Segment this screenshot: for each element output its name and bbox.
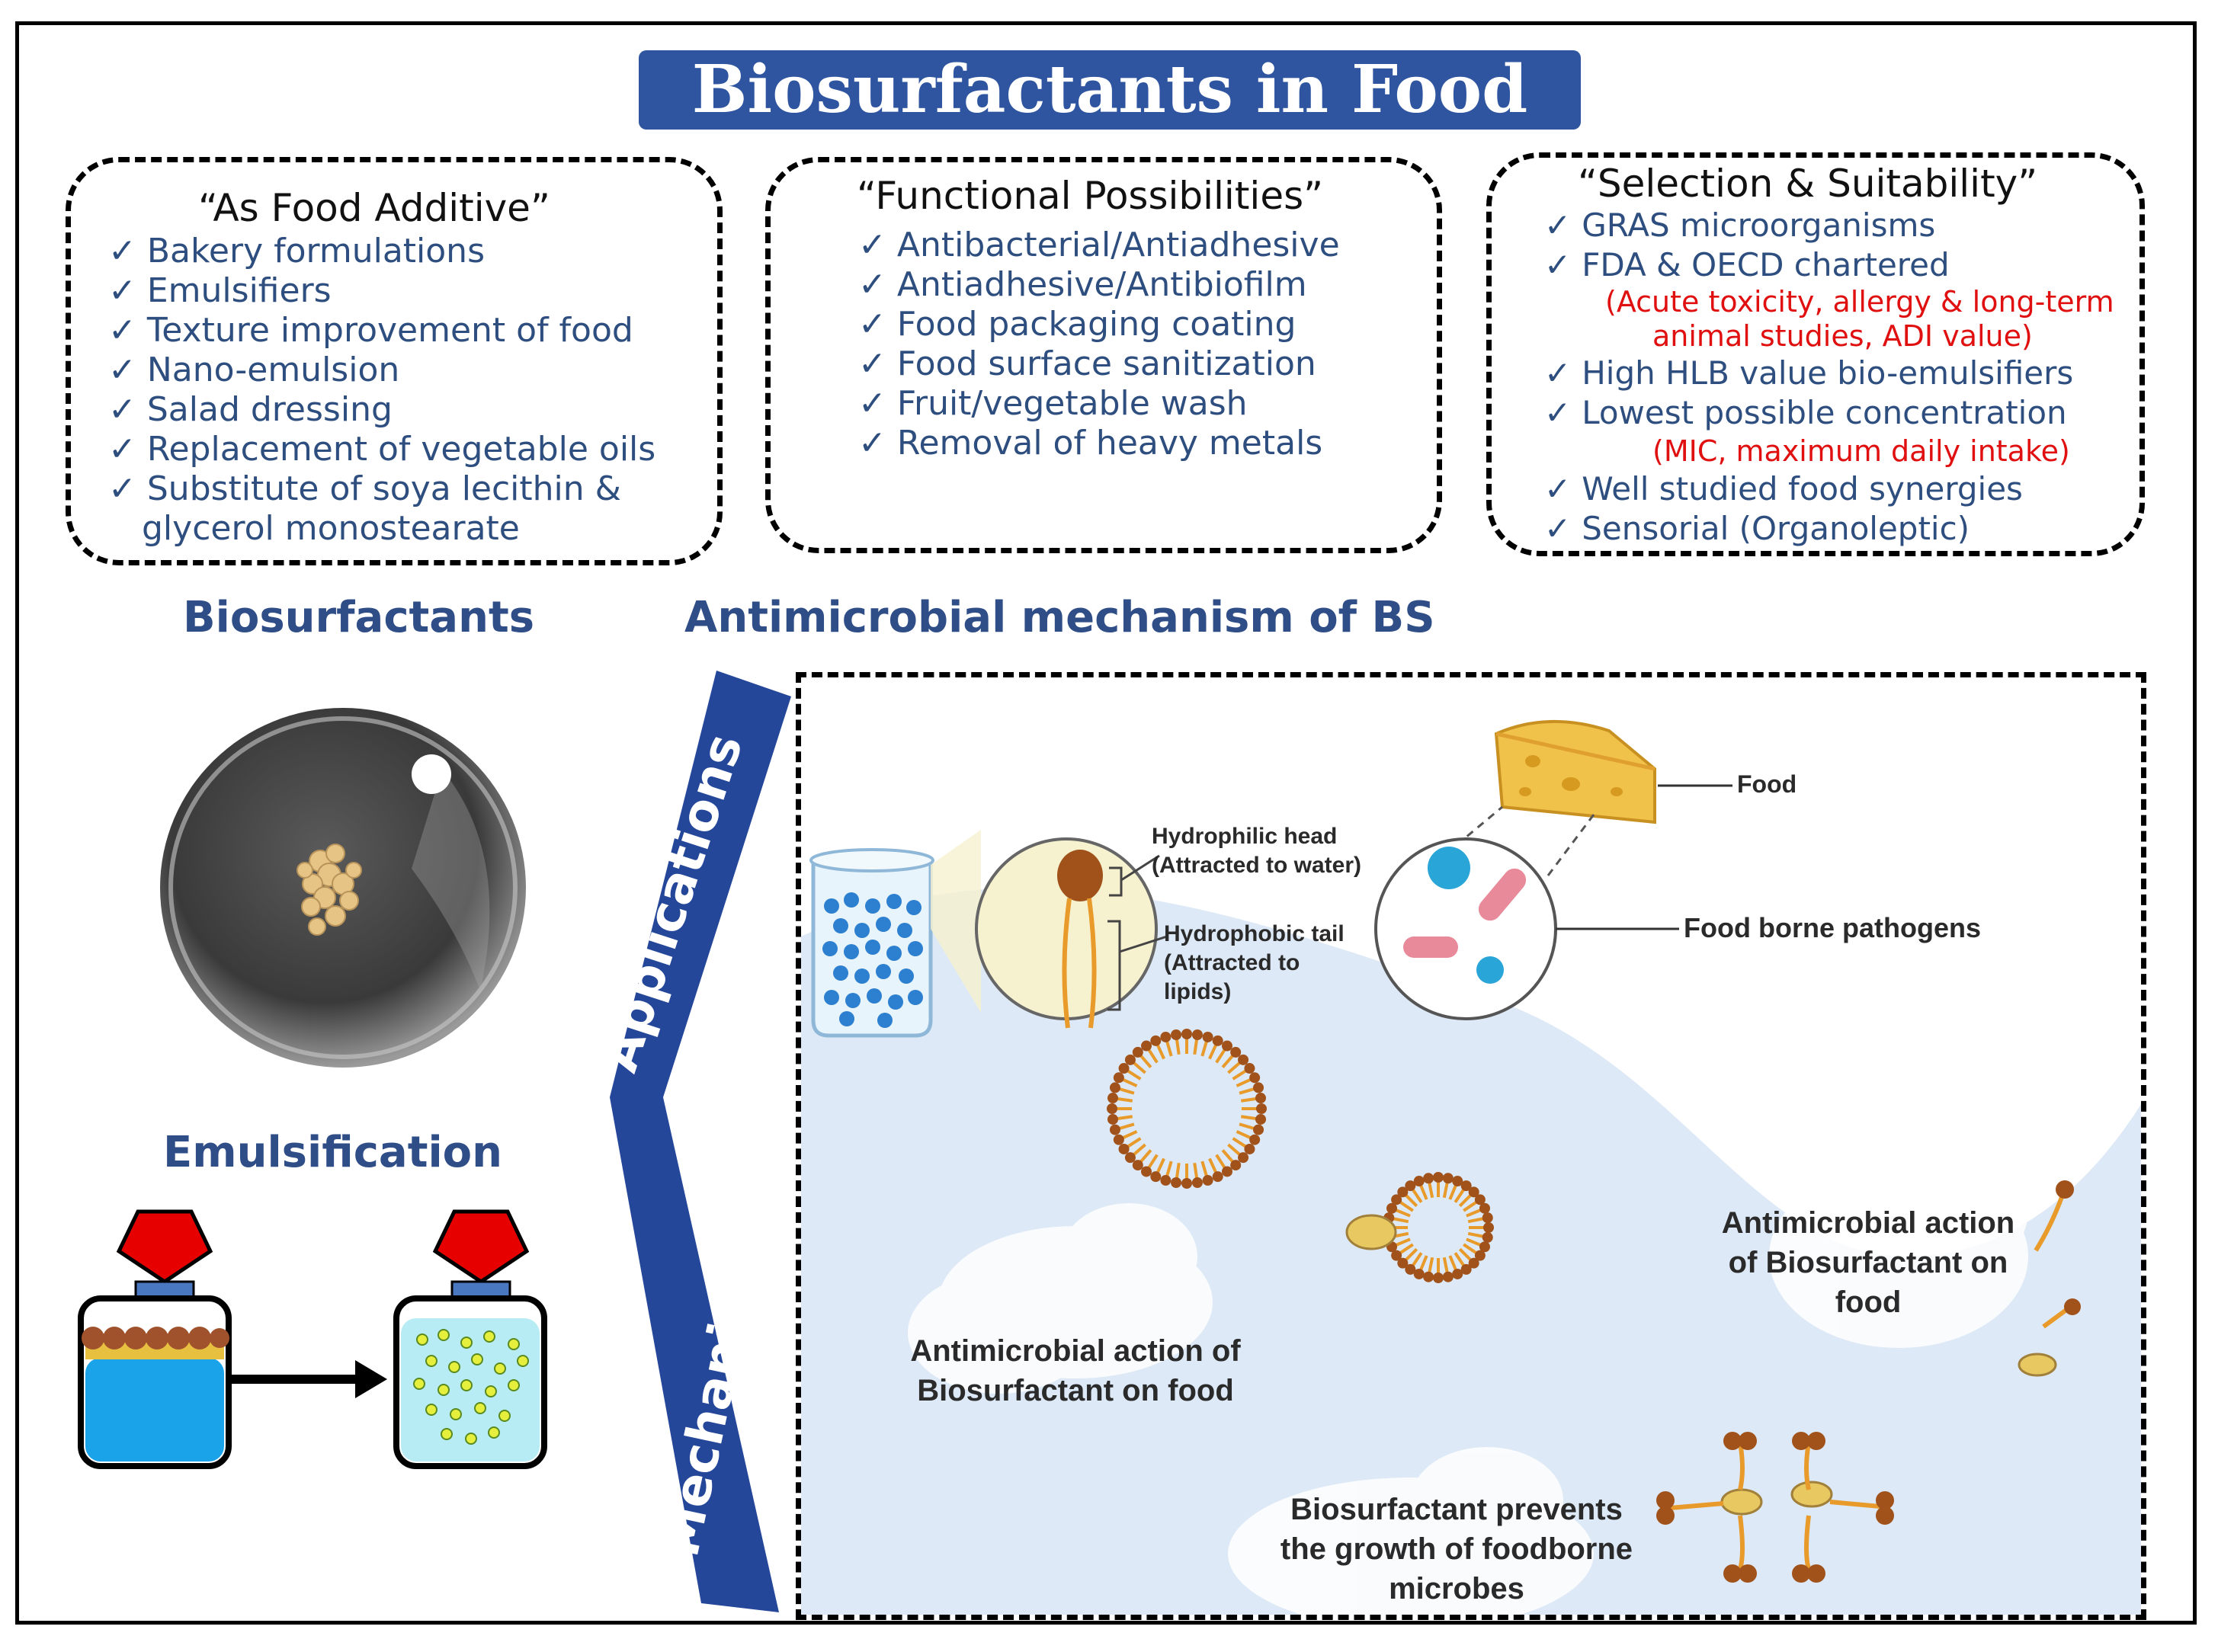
list-item: ✓FDA & OECD chartered (1544, 246, 1950, 283)
list-item: ✓Antiadhesive/Antibiofilm (858, 265, 1307, 304)
additive-list: ✓Bakery formulations ✓Emulsifiers ✓Textu… (108, 232, 655, 549)
surfactant-head (1656, 1180, 2081, 1583)
check-icon: ✓ (108, 271, 136, 310)
list-item: ✓Food surface sanitization (858, 344, 1316, 383)
functional-heading: “Functional Possibilities” (857, 174, 1324, 218)
hydrophilic-head-label: Hydrophilic head (Attracted to water) (1152, 824, 1362, 878)
cheese-icon (1494, 719, 1656, 824)
check-icon: ✓ (108, 351, 136, 389)
list-item: ✓Emulsifiers (108, 271, 332, 310)
emulsification-heading: Emulsification (163, 1128, 502, 1177)
mechanism-background (801, 719, 2141, 1615)
additive-heading: “As Food Additive” (198, 186, 550, 230)
bottle-icon (78, 1209, 232, 1469)
check-icon: ✓ (858, 424, 886, 463)
check-icon: ✓ (1544, 394, 1572, 431)
check-icon: ✓ (108, 390, 136, 429)
list-item: glycerol monostearate (142, 509, 520, 548)
check-icon: ✓ (108, 469, 136, 508)
list-item: ✓Food packaging coating (858, 305, 1297, 344)
list-item: ✓Well studied food synergies (1544, 470, 2023, 507)
list-item: ✓High HLB value bio-emulsifiers (1544, 354, 2074, 392)
list-item: ✓Fruit/vegetable wash (858, 384, 1248, 423)
mechanism-heading: Antimicrobial mechanism of BS (684, 593, 1435, 642)
action-label-left: Antimicrobial action of Biosurfactant on… (910, 1334, 1241, 1407)
surfactant-molecule-icon (975, 837, 1168, 1029)
functional-list: ✓Antibacterial/Antiadhesive ✓Antiadhesiv… (858, 226, 1340, 463)
list-item: ✓Nano-emulsion (108, 351, 400, 389)
selection-heading: “Selection & Suitability” (1578, 162, 2038, 206)
check-icon: ✓ (108, 311, 136, 350)
list-item: ✓Sensorial (Organoleptic) (1544, 510, 1970, 547)
selection-note: (Acute toxicity, allergy & long-term (1605, 285, 2114, 319)
list-item: ✓Lowest possible concentration (1544, 394, 2067, 431)
cloud-icon (908, 1150, 2028, 1615)
list-item: ✓Removal of heavy metals (858, 424, 1323, 463)
prevents-label: Biosurfactant prevents the growth of foo… (1280, 1493, 1633, 1606)
applications-mechanisms-arrow (610, 671, 791, 1612)
petri-dish-icon (160, 708, 526, 1068)
figure-frame (15, 21, 2197, 1625)
beaker-icon (809, 848, 934, 1038)
selection-box (1486, 152, 2145, 556)
arrow-right-icon (230, 1360, 387, 1398)
bacteria-icon (1403, 868, 1527, 958)
selection-note: (MIC, maximum daily intake) (1652, 434, 2070, 468)
emulsification-illustration (78, 1209, 547, 1469)
check-icon: ✓ (858, 305, 886, 344)
micelle-icon (1107, 1029, 1267, 1189)
selection-note: animal studies, ADI value) (1652, 319, 2033, 353)
list-item: ✓Salad dressing (108, 390, 393, 429)
biosurfactants-heading: Biosurfactants (183, 593, 535, 642)
check-icon: ✓ (858, 344, 886, 383)
check-icon: ✓ (858, 226, 886, 264)
check-icon: ✓ (1544, 246, 1572, 283)
surfactant-molecule-icon (1669, 1196, 2068, 1570)
hydrophobic-tail-label: Hydrophobic tail (Attracted to lipids) (1164, 921, 1345, 1004)
additive-box (66, 157, 723, 565)
check-icon: ✓ (1544, 206, 1572, 244)
page-title: Biosurfactants in Food (639, 50, 1581, 130)
check-icon: ✓ (858, 384, 886, 423)
list-item: ✓GRAS microorganisms (1544, 206, 1936, 244)
bottle-icon (393, 1209, 547, 1469)
check-icon: ✓ (108, 232, 136, 271)
virus-icon (1428, 847, 1504, 984)
list-item: ✓Substitute of soya lecithin & (108, 469, 621, 508)
check-icon: ✓ (1544, 470, 1572, 507)
list-item: ✓Bakery formulations (108, 232, 485, 271)
mechanism-diagram: Hydrophilic head (Attracted to water) Hy… (796, 672, 2146, 1620)
list-item: ✓Texture improvement of food (108, 311, 633, 350)
selection-list: ✓GRAS microorganisms ✓FDA & OECD charter… (1544, 206, 2114, 549)
list-item: ✓Antibacterial/Antiadhesive (858, 226, 1340, 264)
action-label-right: Antimicrobial action of Biosurfactant on… (1721, 1206, 2015, 1319)
pathogens-label: Food borne pathogens (1684, 912, 1981, 943)
list-item: ✓Replacement of vegetable oils (108, 430, 656, 469)
check-icon: ✓ (858, 265, 886, 304)
functional-box (765, 157, 1442, 553)
check-icon: ✓ (1544, 354, 1572, 392)
check-icon: ✓ (108, 430, 136, 469)
check-icon: ✓ (1544, 510, 1572, 547)
food-label: Food (1737, 770, 1797, 798)
